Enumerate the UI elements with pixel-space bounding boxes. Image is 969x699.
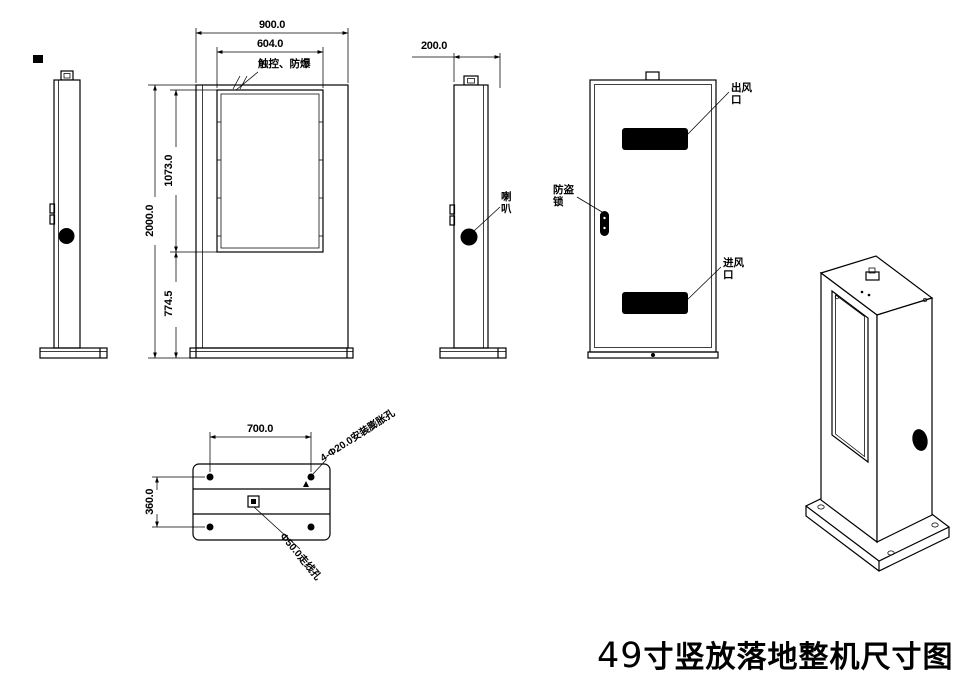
top-cap <box>645 71 660 81</box>
persp-screen-frame <box>831 289 869 464</box>
mount-hole <box>307 523 315 531</box>
glass-note-label: 触控、防爆 <box>258 58 311 70</box>
cable-hole <box>247 495 260 508</box>
mount-hole-leader <box>312 459 327 475</box>
air-outlet-label: 出风口 <box>731 82 752 106</box>
mount-hole <box>307 473 315 481</box>
air-inlet-label: 进风口 <box>723 257 744 281</box>
perspective-view <box>804 255 951 572</box>
base-plate <box>189 347 354 359</box>
screen-frame <box>216 89 324 253</box>
persp-right-face <box>876 297 933 543</box>
screen-glass <box>220 93 320 249</box>
bottom-view <box>152 432 331 550</box>
speaker-label: 喇叭 <box>501 191 512 215</box>
back-view <box>576 71 730 359</box>
persp-screen-glass <box>835 294 865 458</box>
speaker-dot <box>460 228 478 246</box>
air-inlet-vent <box>622 292 688 314</box>
mount-hole <box>206 473 214 481</box>
dim-hole-spacing-depth: 360.0 <box>144 488 157 515</box>
column-outline <box>453 84 489 349</box>
mount-hole <box>206 523 214 531</box>
dim-screen-bottom-offset: 774.5 <box>163 290 176 317</box>
dim-screen-height: 1073.0 <box>163 154 176 187</box>
side-view-right <box>412 53 507 359</box>
base-plan-outline <box>192 463 331 541</box>
side-view-left <box>33 55 108 359</box>
air-inlet-leader <box>685 266 722 302</box>
lock-bump <box>49 203 56 214</box>
lock-label: 防盗锁 <box>553 184 574 208</box>
dim-hole-spacing-width: 700.0 <box>246 423 274 435</box>
top-cap <box>463 75 479 86</box>
cable-hole-leader <box>253 506 301 550</box>
base-plate <box>39 347 108 359</box>
persp-speaker <box>912 429 928 451</box>
base-plate <box>439 347 507 359</box>
top-cap <box>60 70 74 81</box>
front-view <box>148 28 354 359</box>
title-size-number: 49 <box>597 636 644 676</box>
dim-depth: 200.0 <box>420 40 448 52</box>
lock-leader <box>576 196 603 213</box>
base-strip <box>587 351 719 359</box>
air-outlet-vent <box>622 128 688 150</box>
corner-mark <box>33 55 43 63</box>
speaker-leader <box>473 206 501 232</box>
glass-note-leader <box>235 71 259 91</box>
speaker-dot <box>58 228 75 244</box>
persp-top-fixture <box>865 271 880 281</box>
column-outline <box>53 79 81 349</box>
dim-overall-width: 900.0 <box>258 19 286 31</box>
datum-triangle <box>303 481 309 487</box>
dim-extension-lines <box>195 28 349 83</box>
lock-bump <box>449 204 456 215</box>
dim-overall-height: 2000.0 <box>144 204 157 237</box>
cabinet-outline <box>195 84 349 349</box>
anti-theft-lock <box>600 211 609 236</box>
air-outlet-leader <box>685 91 730 137</box>
dim-screen-width: 604.0 <box>256 38 284 50</box>
title-text: 寸竖放落地整机尺寸图 <box>643 641 954 674</box>
